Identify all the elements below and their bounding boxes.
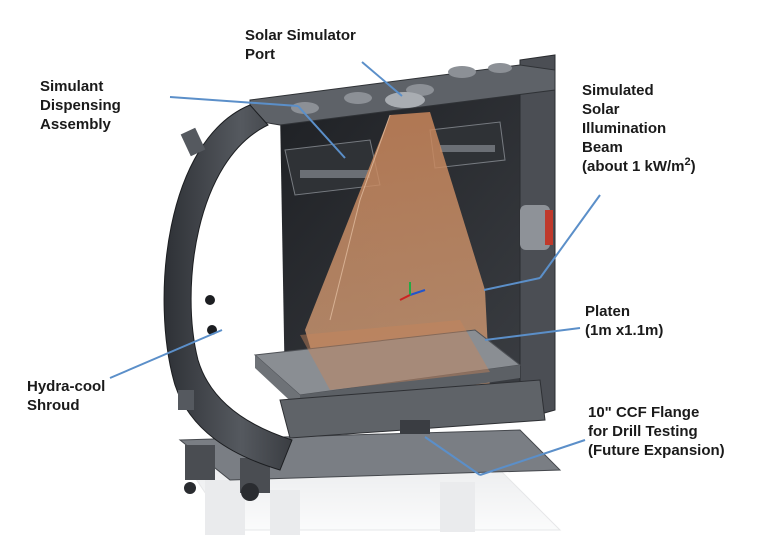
hydra-cool-shroud (163, 104, 293, 471)
label-simulant-dispensing-assembly: Simulant Dispensing Assembly (40, 78, 121, 133)
leader-flange-b (424, 436, 481, 476)
leader-beam-a (539, 194, 601, 279)
leader-flange-a (479, 439, 586, 476)
leader-simulant-a (169, 96, 299, 107)
beam-intensity-line: (about 1 kW/m2) (582, 156, 696, 176)
coordinate-axes-marker (399, 282, 426, 301)
side-port-flange (545, 210, 553, 245)
leader-beam-b (483, 277, 541, 291)
label-hydra-cool-shroud: Hydra-cool Shroud (27, 378, 106, 414)
label-simulated-solar-beam: Simulated Solar Illumination Beam (about… (582, 82, 696, 176)
label-platen: Platen (1m x1.1m) (585, 303, 664, 339)
leader-shroud (109, 329, 223, 379)
illumination-beam (305, 112, 490, 390)
label-ccf-flange: 10" CCF Flange for Drill Testing (Future… (588, 404, 725, 459)
dispensing-assemblies (284, 121, 506, 196)
chamber-top-lid (249, 63, 556, 126)
leader-lines (109, 61, 601, 476)
solar-port-opening (385, 92, 425, 108)
leader-solar-port (361, 61, 403, 97)
leader-platen (484, 327, 581, 341)
support-frame-reflection (189, 469, 562, 535)
label-solar-simulator-port: Solar Simulator Port (245, 27, 356, 63)
lower-shelf-flange (279, 379, 546, 439)
leader-simulant-b (297, 105, 346, 159)
